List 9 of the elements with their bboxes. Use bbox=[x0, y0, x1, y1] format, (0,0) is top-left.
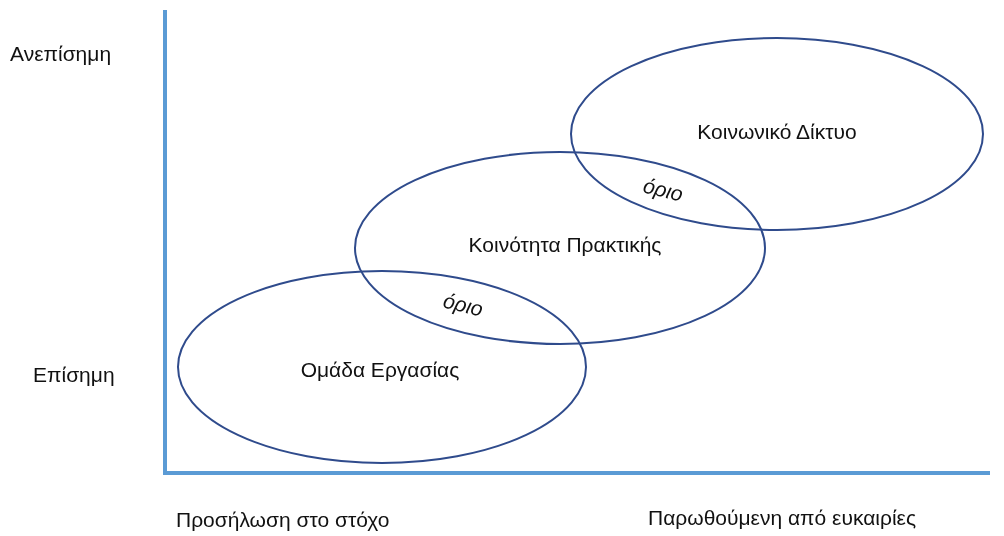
axis-label: Παρωθούμενη από ευκαιρίες bbox=[648, 506, 917, 530]
axis-label: Επίσημη bbox=[33, 363, 115, 387]
ellipse-label: Ομάδα Εργασίας bbox=[300, 358, 460, 382]
boundary-label: όριο bbox=[640, 173, 686, 207]
boundary-label: όριο bbox=[440, 288, 486, 322]
ellipse-label: Κοινωνικό Δίκτυο bbox=[697, 120, 857, 144]
ellipse-label: Κοινότητα Πρακτικής bbox=[468, 233, 662, 257]
axis-label: Προσήλωση στο στόχο bbox=[176, 508, 390, 532]
axis-label: Ανεπίσημη bbox=[10, 42, 112, 66]
